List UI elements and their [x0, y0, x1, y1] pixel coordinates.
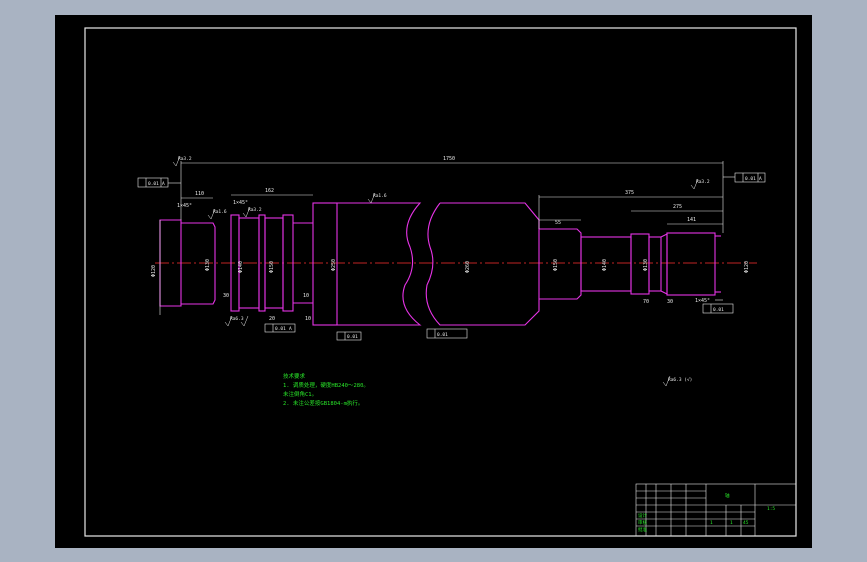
dim-dia-r3: Φ130 [643, 259, 649, 271]
tol-right-low: 0.01 [713, 307, 724, 313]
dim-dia-body: Φ250 [331, 259, 337, 271]
shaft-drawing: 1750 110 162 375 275 141 55 30 20 10 70 … [84, 27, 797, 537]
roughness-4: Ra1.6 [373, 193, 387, 199]
tol-left-ref: A [162, 181, 165, 187]
dim-left-a: 110 [195, 191, 204, 197]
notes-title: 技术要求 [283, 372, 306, 380]
dim-right-b: 275 [673, 204, 682, 210]
dim-chamfer-right: 1×45° [695, 298, 710, 304]
dim-dia-left: Φ130 [205, 259, 211, 271]
tb-part-name: 轴 [725, 492, 730, 499]
dim-small-c: 10 [303, 293, 309, 299]
roughness-general: Ra6.3 (√) [668, 377, 692, 383]
dim-chamfer-left2: 1×45° [233, 200, 248, 206]
dimension-text: 1750 110 162 375 275 141 55 30 20 10 70 … [151, 156, 750, 322]
tb-material: 45 [743, 520, 749, 526]
tb-scale: 1:5 [767, 506, 775, 512]
dimension-lines [159, 161, 724, 315]
tol-right: 0.01 [745, 176, 756, 182]
dim-overall: 1750 [443, 156, 455, 162]
tol-right-ref: A [759, 176, 762, 182]
roughness-6: Ra6.3 [230, 316, 244, 322]
dim-right-a: 375 [625, 190, 634, 196]
tb-count: 1 [710, 520, 713, 526]
technical-notes: 技术要求 1. 调质处理，硬度HB240～280。 未注倒角C1。 2. 未注公… [283, 372, 369, 407]
notes-line2: 未注倒角C1。 [283, 390, 317, 398]
tol-flat-low: 0.01 [437, 332, 448, 338]
dim-dia-mid2: Φ150 [269, 261, 275, 273]
dim-right-c: 141 [687, 217, 696, 223]
notes-line3: 2. 未注公差按GB1804-m执行。 [283, 399, 363, 407]
dim-left-b: 162 [265, 188, 274, 194]
dim-dia-big: Φ260 [465, 261, 471, 273]
roughness-1: Ra3.2 [178, 156, 192, 162]
roughness-2: Ra1.6 [213, 209, 227, 215]
dim-dia-r2: Φ140 [602, 259, 608, 271]
tb-check: 审核 [638, 519, 647, 526]
notes-line1: 1. 调质处理，硬度HB240～280。 [283, 381, 369, 389]
dim-small-f: 10 [305, 316, 311, 322]
dim-dia-mid1: Φ140 [238, 261, 244, 273]
tb-sheet: 1 [730, 520, 733, 526]
tb-drawn: 设计 [638, 512, 647, 519]
roughness-5: Ra3.2 [696, 179, 710, 185]
title-block [635, 483, 797, 537]
sheet-border [84, 27, 797, 537]
dim-dia-r4: Φ120 [744, 261, 750, 273]
drawing-sheet: 1750 110 162 375 275 141 55 30 20 10 70 … [55, 15, 812, 548]
roughness-3: Ra3.2 [248, 207, 262, 213]
dim-dia-left-end: Φ120 [151, 265, 157, 277]
tol-mid: 0.01 [275, 326, 286, 332]
tolerance-frames [137, 172, 766, 341]
dim-chamfer-left: 1×45° [177, 203, 192, 209]
dim-small-a: 30 [223, 293, 229, 299]
dim-dia-r1: Φ150 [553, 259, 559, 271]
tb-approve: 批准 [638, 526, 647, 533]
tol-left: 0.01 [148, 181, 159, 187]
tol-mid-ref: A [289, 326, 292, 332]
dim-small-b: 20 [269, 316, 275, 322]
dim-right-groove: 55 [555, 220, 561, 226]
dim-small-d: 70 [643, 299, 649, 305]
dim-small-e: 30 [667, 299, 673, 305]
tol-flat-mid: 0.01 [347, 334, 358, 340]
roughness-symbols [172, 155, 699, 387]
shaft-outline [159, 202, 721, 326]
